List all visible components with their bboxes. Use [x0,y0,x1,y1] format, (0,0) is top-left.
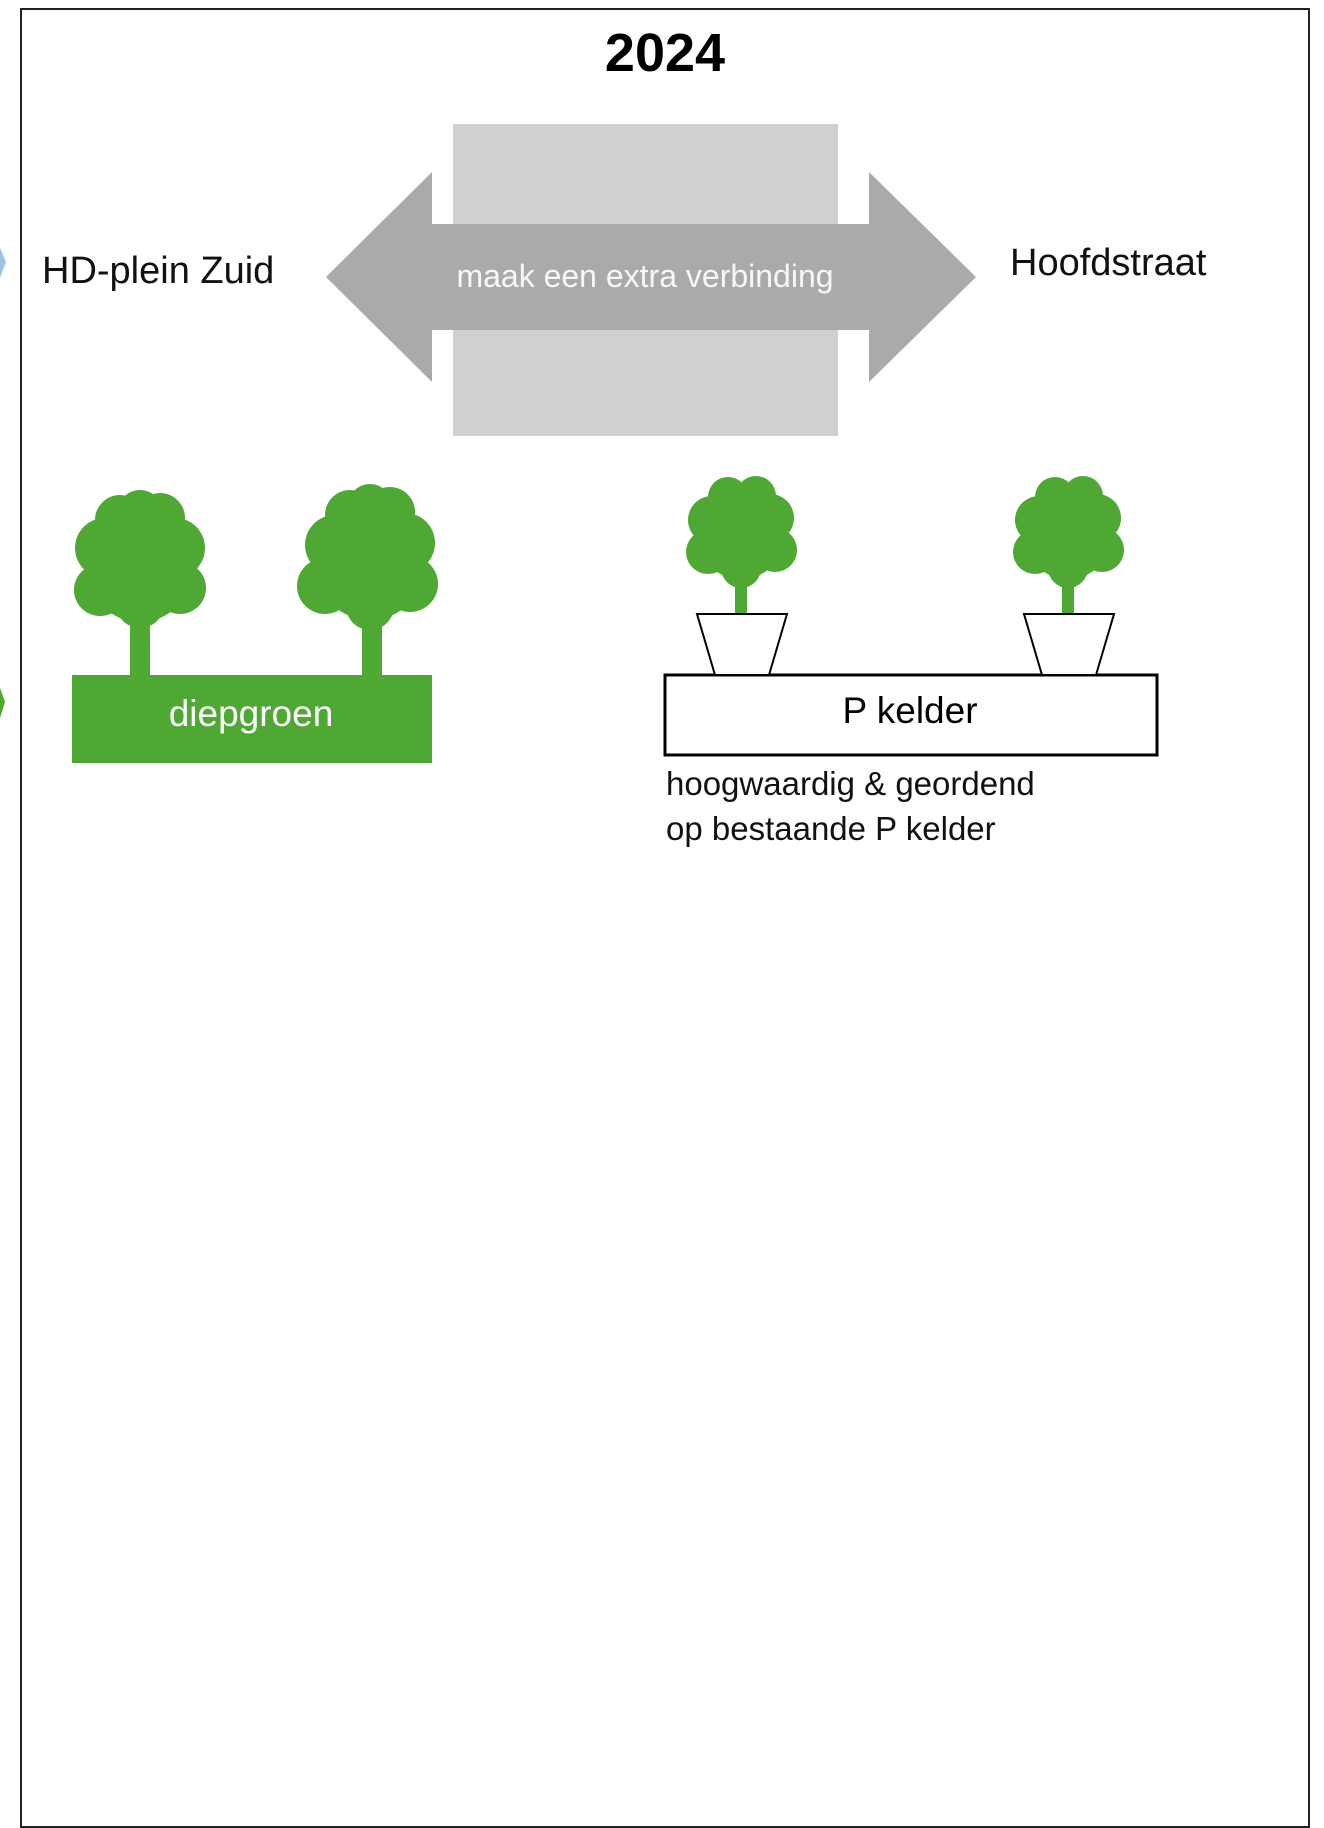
edge-fragment-green [0,688,5,718]
edge-fragment-blue [0,248,6,278]
deep-green-group [72,484,438,763]
arrow-label: maak een extra verbinding [456,258,834,294]
cellar-label: P kelder [842,690,978,731]
caption-line-2: op bestaande P kelder [666,810,996,847]
potted-tree-icon [1013,476,1124,676]
cellar-group [663,476,1159,757]
tree-icon [297,484,438,678]
cellar-caption: hoogwaardig & geordend op bestaande P ke… [666,761,1035,851]
caption-line-1: hoogwaardig & geordend [666,765,1035,802]
ground-bed [72,675,432,763]
tree-icon [74,490,206,678]
year-title: 2024 [604,23,726,83]
label-hoofdstraat: Hoofdstraat [1010,242,1207,284]
potted-tree-icon [686,476,797,676]
parking-cellar [663,673,1159,757]
label-hd-plein-zuid: HD-plein Zuid [42,250,275,292]
ground-label: diepgroen [168,693,334,734]
double-arrow [326,172,976,382]
